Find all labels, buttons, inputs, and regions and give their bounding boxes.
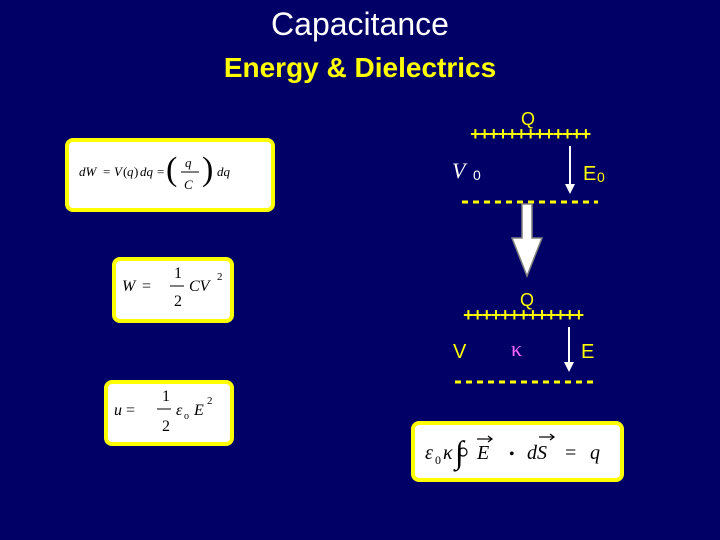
equation-box-gauss: ε 0 κ ∫ E • dS = q: [411, 421, 624, 482]
svg-text:2: 2: [162, 418, 170, 435]
svg-text:C: C: [184, 177, 193, 192]
svg-text:1: 1: [174, 265, 182, 282]
svg-text:2: 2: [174, 293, 182, 310]
equation-u: u = 1 2 ε o E 2: [114, 388, 213, 435]
top-field-subscript: 0: [597, 169, 605, 185]
svg-text:=: =: [565, 442, 576, 464]
bottom-voltage-label: V: [453, 341, 467, 363]
slide-title: Capacitance: [271, 6, 449, 42]
equation-box-u: u = 1 2 ε o E 2: [104, 380, 234, 446]
svg-text:q: q: [185, 155, 192, 170]
equation-gauss: ε 0 κ ∫ E • dS = q: [425, 433, 600, 472]
svg-text:q: q: [590, 442, 600, 464]
svg-text:=: =: [157, 164, 164, 179]
bottom-dielectric-label: κ: [511, 336, 522, 361]
svg-text:V: V: [114, 164, 124, 179]
svg-text:=: =: [103, 164, 110, 179]
svg-text:CV: CV: [189, 278, 212, 295]
svg-text:•: •: [509, 446, 515, 463]
svg-text:(: (: [123, 164, 127, 179]
svg-text:o: o: [184, 411, 189, 422]
svg-text:W: W: [122, 278, 137, 295]
svg-text:ε: ε: [425, 442, 433, 464]
svg-text:dW: dW: [79, 164, 98, 179]
svg-text:2: 2: [217, 271, 223, 283]
svg-text:(: (: [166, 151, 177, 188]
svg-text:): ): [202, 151, 213, 188]
svg-text:q: q: [127, 164, 134, 179]
svg-text:2: 2: [207, 395, 213, 407]
equation-box-dw: dW = V ( q ) dq = ( q C ) dq: [65, 138, 275, 212]
svg-text:0: 0: [435, 453, 441, 467]
equation-box-w: W = 1 2 CV 2: [112, 257, 234, 323]
bottom-charge-label: Q: [520, 290, 534, 310]
svg-text:dS: dS: [527, 442, 547, 464]
svg-text:κ: κ: [443, 442, 453, 464]
svg-text:E: E: [476, 442, 489, 464]
svg-text:dq: dq: [140, 164, 154, 179]
top-voltage-label: V: [452, 158, 468, 183]
top-field-label: E: [583, 163, 596, 185]
top-field-arrowhead: [565, 184, 575, 194]
slide-subtitle: Energy & Dielectrics: [223, 52, 497, 83]
top-charge-label: Q: [521, 109, 535, 129]
svg-text:=: =: [126, 402, 135, 419]
svg-text:): ): [134, 164, 138, 179]
svg-text:E: E: [193, 402, 204, 419]
top-plus-plate: +++++++++++++: [470, 124, 591, 144]
svg-text:dq: dq: [217, 164, 231, 179]
svg-text:u: u: [114, 402, 122, 419]
svg-text:=: =: [142, 278, 151, 295]
bottom-field-arrowhead: [564, 362, 574, 372]
top-voltage-subscript: 0: [473, 167, 481, 183]
svg-text:ε: ε: [176, 402, 183, 419]
svg-text:1: 1: [162, 388, 170, 405]
bottom-field-label: E: [581, 341, 594, 363]
bottom-plus-plate: +++++++++++++: [463, 305, 584, 325]
equation-dw: dW = V ( q ) dq = ( q C ) dq: [79, 151, 231, 192]
equation-w: W = 1 2 CV 2: [122, 265, 223, 310]
transition-arrow: [510, 203, 544, 279]
